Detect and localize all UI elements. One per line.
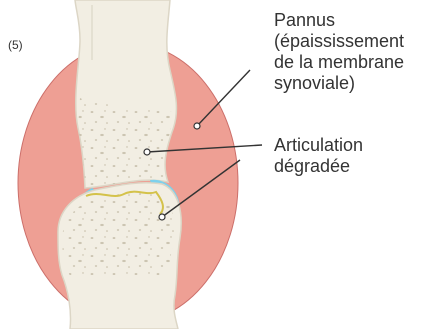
pannus-label-line-2: (épaississement bbox=[274, 31, 404, 52]
articulation-label: Articulation dégradée bbox=[274, 135, 363, 177]
articulation-label-line-1: Articulation bbox=[274, 135, 363, 156]
pannus-label-line-1: Pannus bbox=[274, 10, 404, 31]
pannus-label-line-4: synoviale) bbox=[274, 73, 404, 94]
articulation-leader-dot-1 bbox=[144, 149, 150, 155]
articulation-leader-dot-2 bbox=[159, 214, 165, 220]
pannus-label: Pannus (épaississement de la membrane sy… bbox=[274, 10, 404, 94]
pannus-label-line-3: de la membrane bbox=[274, 52, 404, 73]
upper-bone-texture bbox=[78, 98, 172, 188]
pannus-leader-dot bbox=[194, 123, 200, 129]
panel-number: (5) bbox=[8, 38, 23, 52]
articulation-label-line-2: dégradée bbox=[274, 156, 363, 177]
